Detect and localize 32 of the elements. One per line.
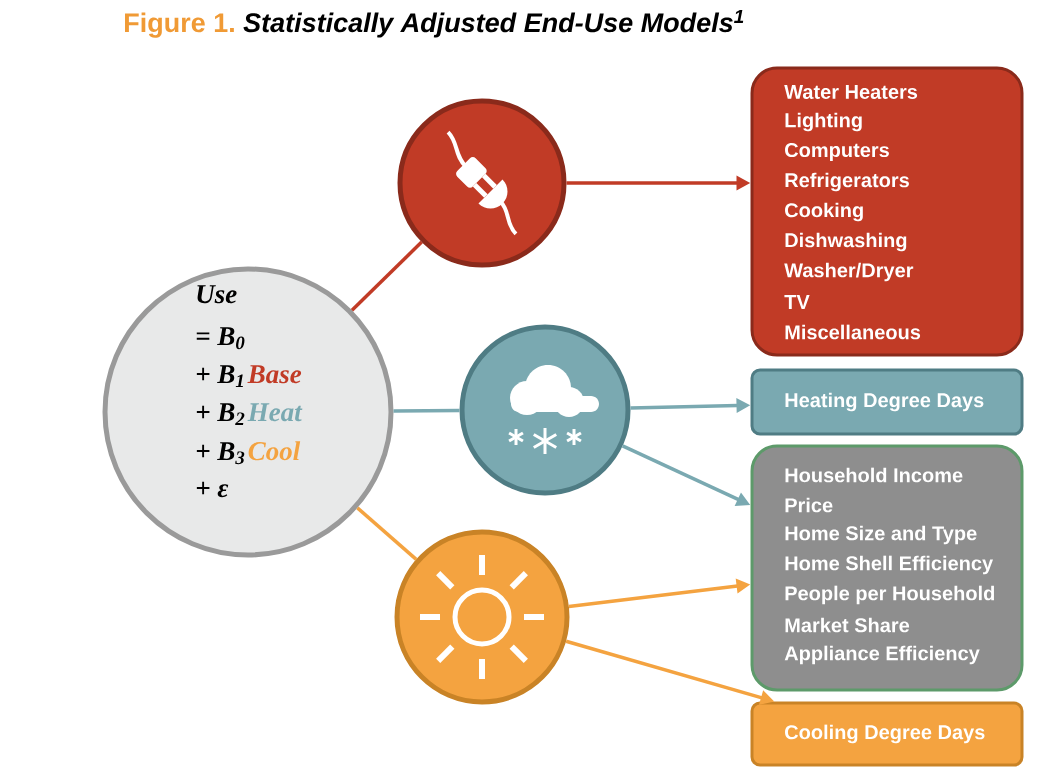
list-item: Cooling Degree Days	[785, 724, 985, 744]
formula-line: Use	[197, 285, 237, 304]
list-item: Home Size and Type	[785, 525, 977, 545]
connector	[350, 240, 423, 312]
formula-term: Cool	[248, 441, 301, 461]
list-item: Water Heaters	[784, 85, 918, 99]
list-item: Market Share	[785, 617, 910, 633]
formula-line: + ε	[196, 481, 229, 498]
formula-term: Heat	[247, 403, 303, 422]
formula-line: + B$_{1}$	[196, 365, 243, 387]
list-item: Price	[785, 497, 833, 513]
formula-term: Base	[247, 365, 302, 384]
formula-line: + B$_{3}$	[196, 442, 245, 465]
list-item: Lighting	[785, 112, 862, 132]
list-item: Cooking	[785, 202, 863, 222]
list-item: Miscellaneous	[785, 324, 921, 340]
connector	[356, 506, 418, 561]
list-item: Appliance Efficiency	[784, 645, 980, 665]
list-item: Dishwashing	[785, 232, 907, 252]
list-item: TV	[784, 295, 810, 309]
formula-line: = B$_{0}$	[196, 327, 245, 350]
formula-line: + B$_{2}$	[196, 403, 245, 425]
connector	[393, 408, 460, 413]
list-item: Heating Degree Days	[785, 392, 984, 412]
list-item: Home Shell Efficiency	[785, 555, 994, 575]
list-item: Household Income	[785, 467, 963, 483]
list-item: Refrigerators	[785, 172, 909, 192]
list-item: Washer/Dryer	[784, 262, 914, 282]
list-item: Computers	[785, 142, 889, 162]
list-item: People per Household	[785, 585, 994, 605]
figure-number: Figure 1.	[125, 12, 234, 38]
title: Statistically Adjusted End-Use Models$^{1}$	[243, 9, 744, 38]
